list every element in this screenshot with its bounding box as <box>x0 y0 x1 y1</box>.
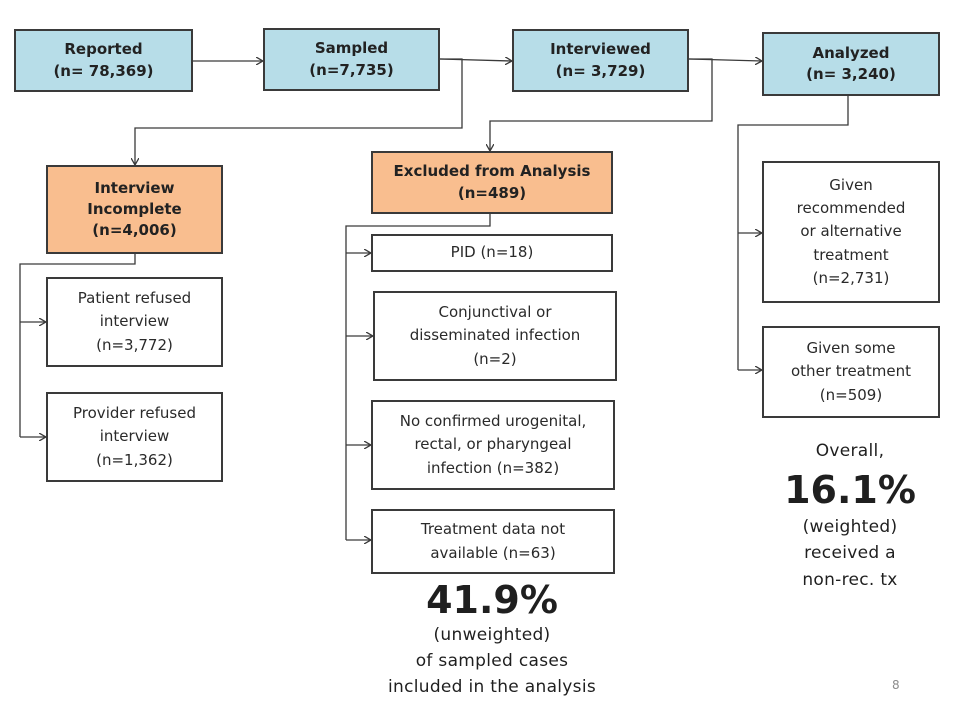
analyzed-count: (n= 3,240) <box>806 65 896 83</box>
sampled-count: (n=7,735) <box>309 60 394 79</box>
sampled-label: Sampled <box>314 39 389 58</box>
unweighted-line2: of sampled cases <box>415 651 569 672</box>
other-treatment-count: (n=509) <box>819 385 883 404</box>
interviewed-count: (n= 3,729) <box>555 61 646 80</box>
excluded-box: Excluded from Analysis (n=489) <box>371 151 613 214</box>
excluded-title: Excluded from Analysis <box>393 162 591 181</box>
treatment-na-line1: Treatment data not <box>420 520 566 539</box>
patient-refused-box: Patient refused interview (n=3,772) <box>46 277 223 367</box>
excluded-count: (n=489) <box>457 183 527 202</box>
bracket-excluded <box>345 214 491 540</box>
patient-refused-line1: Patient refused <box>77 289 192 308</box>
pid-label: PID (n=18) <box>450 243 534 262</box>
conjunctival-line1: Conjunctival or <box>438 303 552 322</box>
analyzed-label: Analyzed <box>812 43 890 62</box>
other-treatment-line1: Given some <box>806 339 896 358</box>
interviewed-box: Interviewed (n= 3,729) <box>512 29 689 92</box>
recommended-line4: treatment <box>813 245 889 264</box>
treatment-not-available-box: Treatment data not available (n=63) <box>371 509 615 574</box>
incomplete-title-line2: Incomplete <box>87 199 182 218</box>
weighted-line2: received a <box>804 543 896 564</box>
weighted-prefix: Overall, <box>815 441 885 461</box>
unweighted-percent: 41.9% <box>426 578 558 622</box>
recommended-line1: Given <box>829 175 873 194</box>
arrow-interviewed-to-excluded <box>490 58 713 151</box>
provider-refused-box: Provider refused interview (n=1,362) <box>46 392 223 482</box>
recommended-count: (n=2,731) <box>812 268 890 287</box>
arrow-sampled-to-incomplete <box>135 58 463 165</box>
weighted-line1: (weighted) <box>802 517 898 538</box>
bracket-incomplete <box>19 254 136 437</box>
weighted-line3: non-rec. tx <box>802 569 898 590</box>
no-confirmed-line3: infection (n=382) <box>426 458 560 477</box>
conjunctival-line2: disseminated infection <box>409 326 581 345</box>
weighted-percent: 16.1% <box>784 468 916 513</box>
provider-refused-count: (n=1,362) <box>96 450 173 469</box>
no-confirmed-line2: rectal, or pharyngeal <box>414 435 572 454</box>
other-treatment-box: Given some other treatment (n=509) <box>762 326 940 418</box>
interviewed-label: Interviewed <box>550 40 651 59</box>
treatment-na-line2: available (n=63) <box>430 543 556 562</box>
no-confirmed-line1: No confirmed urogenital, <box>399 412 587 431</box>
incomplete-title-line1: Interview <box>94 178 175 197</box>
interview-incomplete-box: Interview Incomplete (n=4,006) <box>46 165 223 254</box>
recommended-line3: or alternative <box>800 222 902 241</box>
incomplete-count: (n=4,006) <box>92 221 177 240</box>
reported-label: Reported <box>64 40 143 59</box>
provider-refused-line2: interview <box>99 427 170 446</box>
conjunctival-box: Conjunctival or disseminated infection (… <box>373 291 617 381</box>
reported-box: Reported (n= 78,369) <box>14 29 193 92</box>
pid-box: PID (n=18) <box>371 234 613 272</box>
provider-refused-line1: Provider refused <box>73 404 196 423</box>
recommended-treatment-box: Given recommended or alternative treatme… <box>762 161 940 303</box>
patient-refused-line2: interview <box>99 312 170 331</box>
page-number: 8 <box>892 678 900 692</box>
sampled-box: Sampled (n=7,735) <box>263 28 440 91</box>
reported-count: (n= 78,369) <box>53 61 154 80</box>
unweighted-line1: (unweighted) <box>433 624 551 645</box>
patient-refused-count: (n=3,772) <box>96 335 173 354</box>
weighted-stat: Overall, 16.1% (weighted) received a non… <box>760 438 940 593</box>
bracket-analyzed <box>737 96 849 370</box>
analyzed-box: Analyzed (n= 3,240) <box>762 32 940 96</box>
other-treatment-line2: other treatment <box>791 362 911 381</box>
unweighted-stat: 41.9% (unweighted) of sampled cases incl… <box>352 578 632 701</box>
unweighted-line3: included in the analysis <box>387 677 597 698</box>
recommended-line2: recommended <box>796 199 906 218</box>
no-confirmed-infection-box: No confirmed urogenital, rectal, or phar… <box>371 400 615 490</box>
conjunctival-count: (n=2) <box>473 349 517 368</box>
